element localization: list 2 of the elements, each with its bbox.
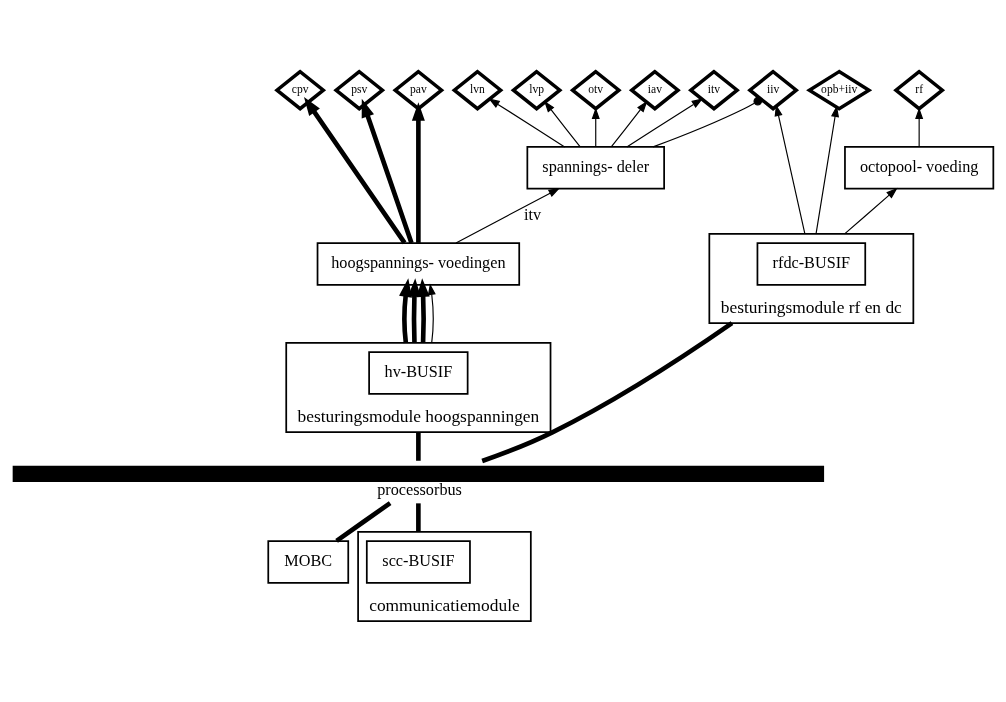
edge-label: itv [524, 206, 542, 225]
node-label: processorbus [377, 480, 462, 499]
